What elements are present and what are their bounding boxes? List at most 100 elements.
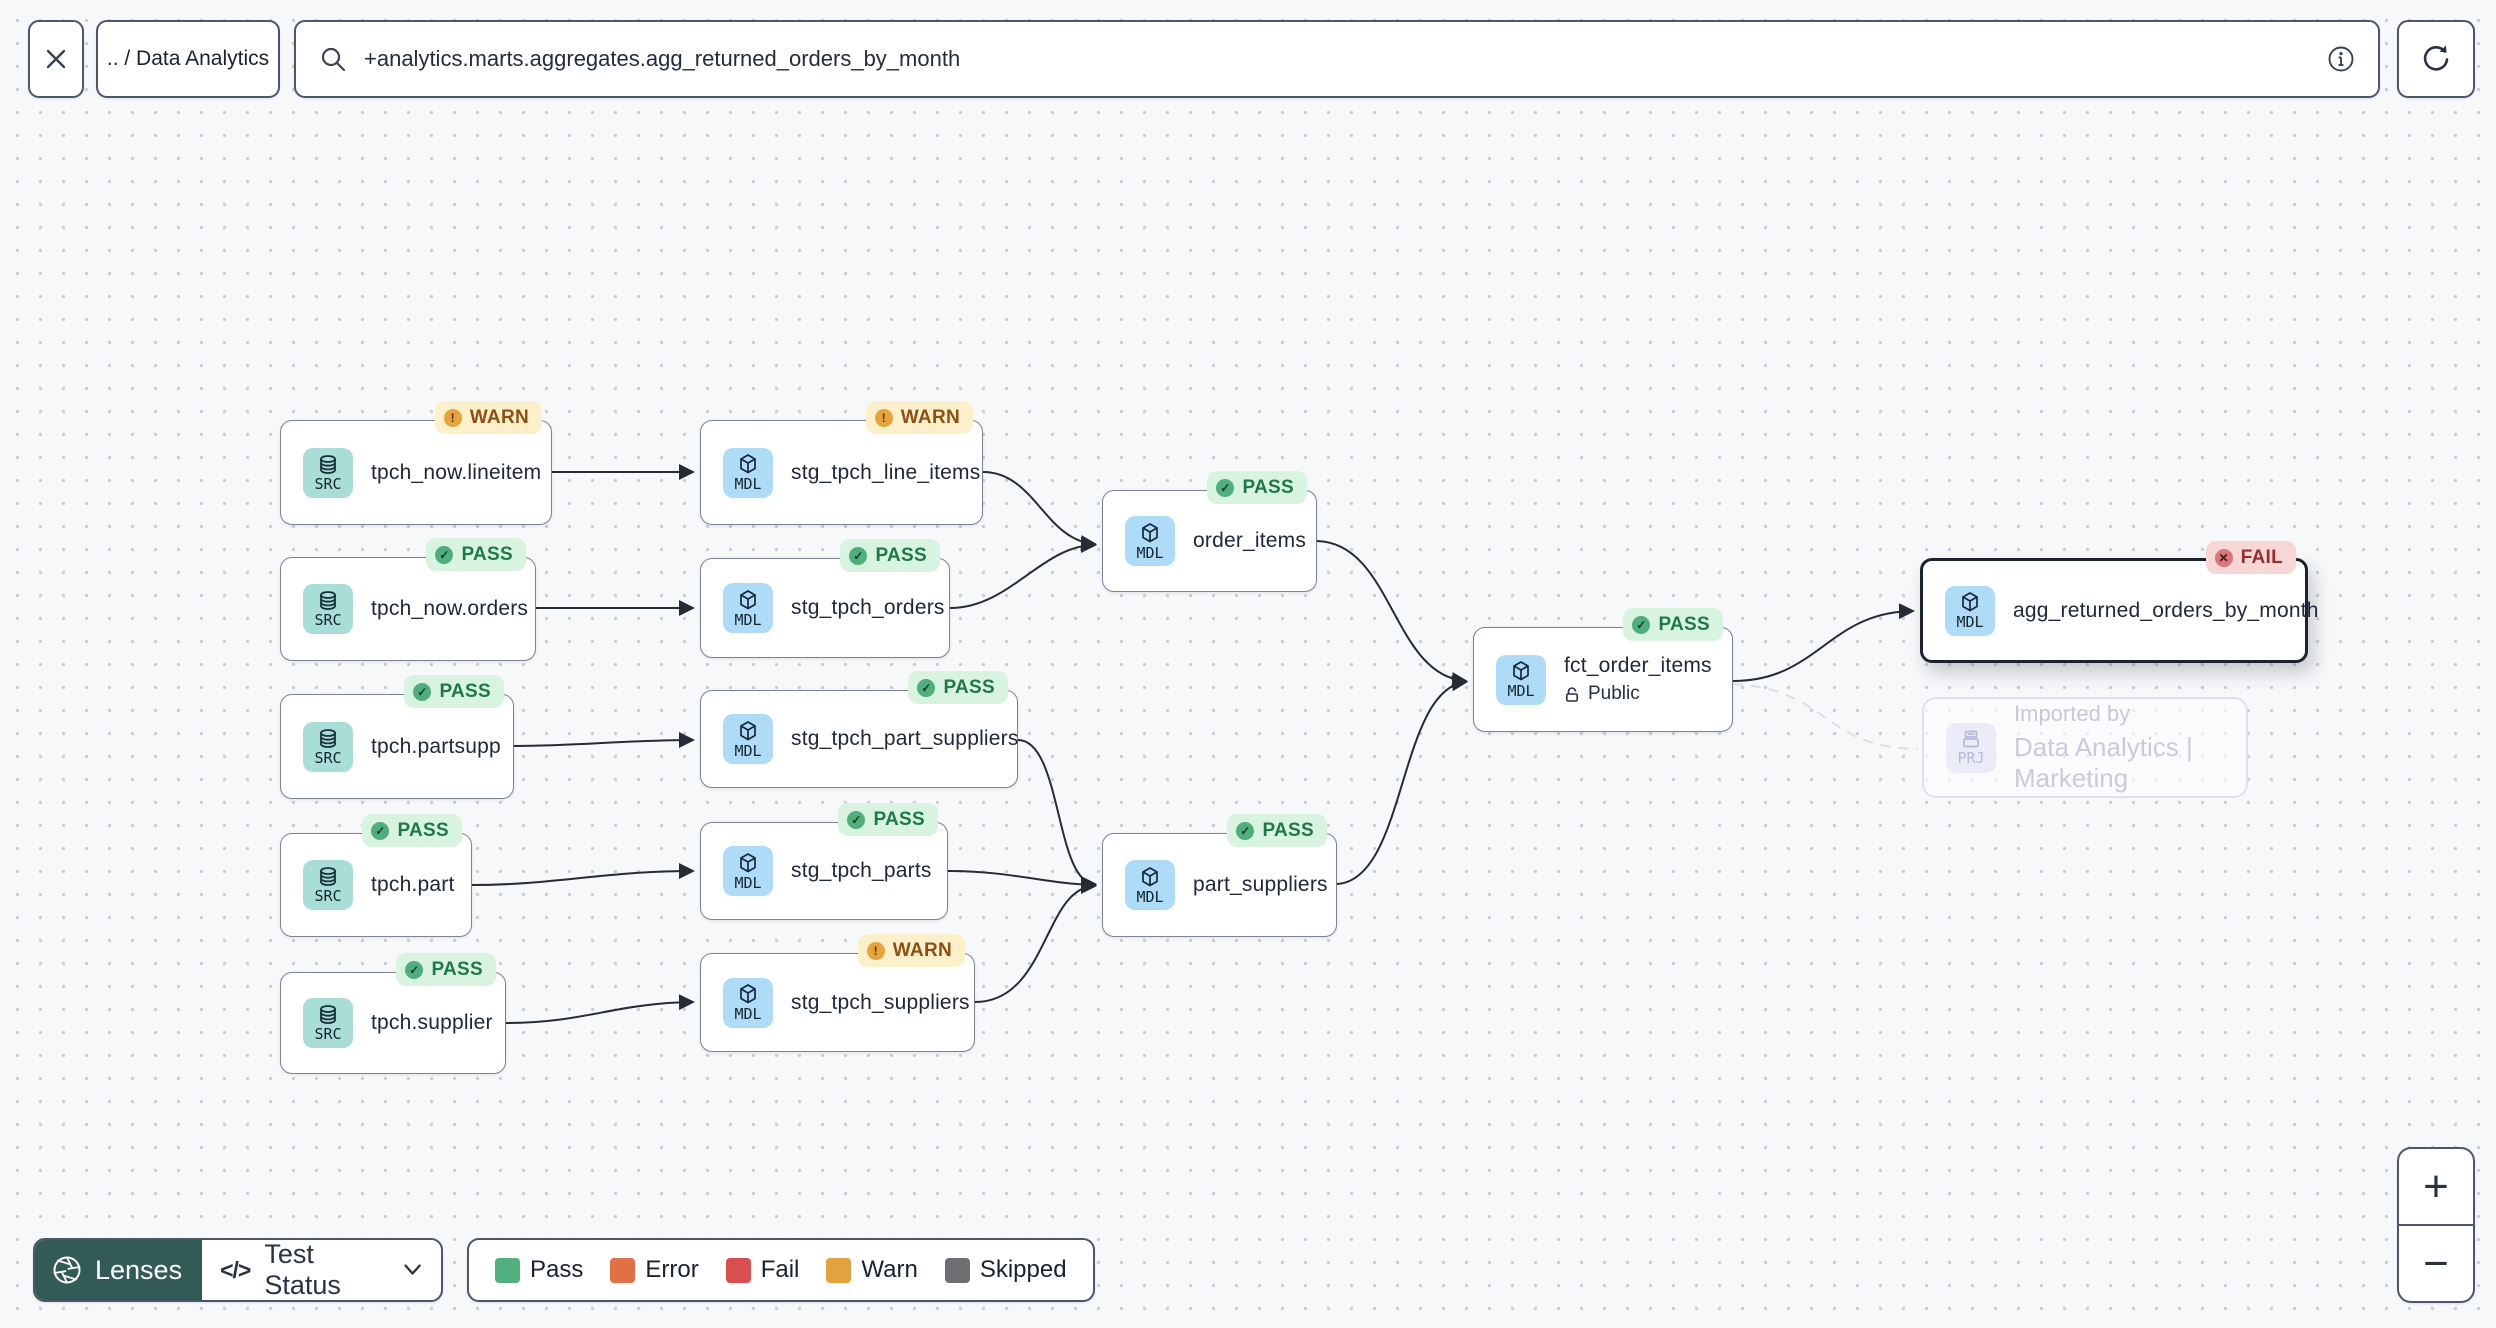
status-label: PASS xyxy=(873,808,925,830)
status-label: PASS xyxy=(461,543,513,565)
edge-stgorders-orderitems xyxy=(949,537,1097,609)
edge-stgsuppliers-partsuppliers xyxy=(974,878,1097,1003)
node-kind: PRJ xyxy=(1957,749,1985,767)
test-status-legend: Pass Error Fail Warn Skipped xyxy=(467,1238,1095,1302)
lens-selector[interactable]: </> Test Status xyxy=(202,1240,441,1300)
node-kind: MDL xyxy=(734,873,762,892)
status-label: PASS xyxy=(1658,613,1710,635)
edge-supplier-stg xyxy=(505,994,695,1024)
search-input[interactable]: +analytics.marts.aggregates.agg_returned… xyxy=(364,46,961,71)
status-label: PASS xyxy=(431,958,483,980)
status-badge-warn: ! WARN xyxy=(434,401,542,434)
info-icon[interactable] xyxy=(2326,44,2356,74)
unlocked-icon xyxy=(1565,686,1578,702)
visibility-label: Public xyxy=(1588,683,1640,704)
node-label: stg_tpch_suppliers xyxy=(791,990,970,1014)
warn-icon: ! xyxy=(874,408,893,427)
edge-part-stg xyxy=(471,863,695,886)
imported-by-label: Imported by xyxy=(2014,701,2131,726)
search-bar[interactable]: +analytics.marts.aggregates.agg_returned… xyxy=(294,20,2380,98)
check-icon: ✓ xyxy=(1236,821,1255,840)
check-icon: ✓ xyxy=(849,546,868,565)
close-button[interactable] xyxy=(28,20,84,98)
edge-partsupp-stg xyxy=(513,732,695,749)
node-kind: SRC xyxy=(314,887,342,905)
status-label: PASS xyxy=(397,819,449,841)
lens-selected-label: Test Status xyxy=(264,1239,341,1300)
node-stg_tpch_suppliers[interactable]: ! WARN MDL stg_tpch_suppliers xyxy=(700,934,975,1052)
edge-orderitems-fct xyxy=(1316,540,1468,689)
source-icon: SRC xyxy=(303,998,353,1048)
model-icon: MDL xyxy=(723,714,773,764)
node-stg_tpch_parts[interactable]: ✓ PASS MDL stg_tpch_parts xyxy=(700,803,948,920)
model-icon: MDL xyxy=(723,846,773,896)
breadcrumb[interactable]: .. / Data Analytics xyxy=(96,20,280,98)
status-badge-pass: ✓ PASS xyxy=(1227,814,1327,847)
legend-item-skipped: Skipped xyxy=(944,1256,1067,1284)
node-kind: SRC xyxy=(314,748,342,767)
lenses-button[interactable]: Lenses xyxy=(35,1240,203,1300)
node-kind: SRC xyxy=(314,474,342,493)
node-order_items[interactable]: ✓ PASS MDL order_items xyxy=(1102,471,1317,592)
status-badge-pass: ✓ PASS xyxy=(840,539,940,572)
aperture-icon xyxy=(53,1256,81,1284)
status-label: WARN xyxy=(900,406,960,428)
node-tpch_now-orders[interactable]: ✓ PASS SRC tpch_now.orders xyxy=(280,538,536,661)
status-badge-warn: ! WARN xyxy=(865,401,973,434)
visibility-row: Public xyxy=(1564,683,1712,705)
node-tpch-partsupp[interactable]: ✓ PASS SRC tpch.partsupp xyxy=(280,675,514,799)
node-imported-by-project[interactable]: PRJ Imported by Data Analytics | Marketi… xyxy=(1922,697,2248,798)
node-kind: SRC xyxy=(314,611,342,629)
edge-stgparts-partsuppliers xyxy=(947,870,1097,893)
node-stg_tpch_part_suppliers[interactable]: ✓ PASS MDL stg_tpch_part_suppliers xyxy=(700,671,1018,788)
model-icon: MDL xyxy=(1125,516,1175,566)
chevron-down-icon xyxy=(404,1264,421,1275)
zoom-out-button[interactable]: − xyxy=(2423,1238,2449,1288)
node-tpch_now-lineitem[interactable]: ! WARN SRC tpch_now.lineitem xyxy=(280,401,552,525)
refresh-button[interactable] xyxy=(2397,20,2475,98)
lenses-control: Lenses </> Test Status xyxy=(33,1238,443,1302)
node-kind: MDL xyxy=(734,610,762,629)
fail-icon: ✕ xyxy=(2214,548,2233,567)
lenses-label: Lenses xyxy=(95,1254,183,1285)
warn-icon: ! xyxy=(866,941,885,960)
node-fct_order_items[interactable]: ✓ PASS MDL fct_order_items Public xyxy=(1473,608,1733,732)
node-part_suppliers[interactable]: ✓ PASS MDL part_suppliers xyxy=(1102,814,1337,937)
node-stg_tpch_line_items[interactable]: ! WARN MDL stg_tpch_line_items xyxy=(700,401,983,525)
node-label: stg_tpch_orders xyxy=(791,596,945,619)
node-label: order_items xyxy=(1193,529,1307,552)
node-tpch-supplier[interactable]: ✓ PASS SRC tpch.supplier xyxy=(280,953,506,1074)
zoom-in-button[interactable]: + xyxy=(2399,1149,2473,1226)
check-icon: ✓ xyxy=(1216,478,1235,497)
edge-stgpartsup-partsuppliers xyxy=(1017,739,1097,892)
legend-item-pass: Pass xyxy=(495,1256,583,1284)
source-icon: SRC xyxy=(303,721,353,772)
node-label: part_suppliers xyxy=(1193,873,1328,896)
edge-stglineitems-orderitems xyxy=(982,471,1097,552)
node-label: tpch_now.lineitem xyxy=(371,460,542,484)
legend-label: Warn xyxy=(861,1256,918,1283)
model-icon: MDL xyxy=(1945,585,1995,636)
skipped-swatch xyxy=(944,1257,970,1283)
node-kind: MDL xyxy=(1136,887,1164,906)
source-icon: SRC xyxy=(303,860,353,910)
node-kind: MDL xyxy=(734,475,762,493)
node-agg_returned_orders_by_month[interactable]: ✕ FAIL MDL agg_returned_orders_by_month xyxy=(1920,541,2318,663)
node-stg_tpch_orders[interactable]: ✓ PASS MDL stg_tpch_orders xyxy=(700,539,950,658)
check-icon: ✓ xyxy=(435,545,454,564)
search-icon xyxy=(321,47,346,72)
status-badge-pass: ✓ PASS xyxy=(1207,471,1307,504)
check-icon: ✓ xyxy=(1632,615,1651,634)
node-kind: MDL xyxy=(1136,543,1164,562)
status-badge-pass: ✓ PASS xyxy=(426,538,526,571)
node-label: stg_tpch_line_items xyxy=(791,460,981,484)
node-label: stg_tpch_parts xyxy=(791,859,932,882)
status-badge-pass: ✓ PASS xyxy=(396,953,496,986)
node-tpch-part[interactable]: ✓ PASS SRC tpch.part xyxy=(280,814,472,937)
warn-swatch xyxy=(826,1257,852,1283)
node-label: tpch.part xyxy=(371,873,455,896)
project-icon: PRJ xyxy=(1946,722,1996,773)
status-label: WARN xyxy=(469,406,529,428)
node-label: tpch.supplier xyxy=(371,1011,493,1034)
